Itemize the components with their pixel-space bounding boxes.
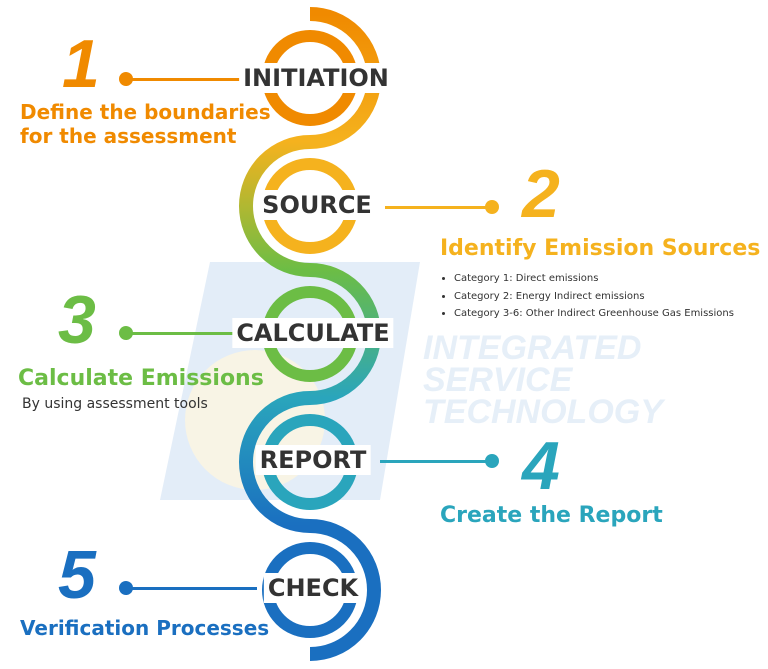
connector-dot-2 [485,200,499,214]
category-item: Category 1: Direct emissions [454,270,734,288]
stage-1-title-line-2: for the assessment [20,124,237,148]
stage-3-title: Calculate Emissions [18,366,264,391]
stage-2-title: Identify Emission Sources [440,236,761,261]
connector-line-4 [380,460,491,463]
stage-label-check: CHECK [263,573,363,603]
ring-arc-2 [239,135,311,277]
connector-dot-1 [119,72,133,86]
stage-3-subtitle: By using assessment tools [22,396,208,412]
stage-label-source: SOURCE [258,190,376,220]
emission-categories-list: Category 1: Direct emissions Category 2:… [440,270,734,323]
stage-label-calculate: CALCULATE [232,318,394,348]
connector-line-1 [125,78,247,81]
step-number-2: 2 [522,156,560,232]
step-number-1: 1 [62,26,100,102]
watermark-text-3: TECHNOLOGY [423,393,663,431]
category-item: Category 2: Energy Indirect emissions [454,288,734,306]
step-number-4: 4 [522,428,560,504]
watermark-text-2: SERVICE [423,361,573,399]
connector-dot-3 [119,326,133,340]
connector-dot-5 [119,581,133,595]
stage-label-initiation: INITIATION [239,63,393,93]
ring-arc-5 [309,519,381,661]
connector-line-2 [385,206,491,209]
stage-5-title: Verification Processes [20,616,270,640]
connector-dot-4 [485,454,499,468]
connector-line-5 [125,587,257,590]
ring-arc-4 [239,391,311,533]
category-item: Category 3-6: Other Indirect Greenhouse … [454,305,734,323]
stage-1-title-line-1: Define the boundaries [20,100,271,124]
connector-line-3 [125,332,237,335]
stage-label-report: REPORT [255,445,371,475]
stage-4-title: Create the Report [440,503,663,528]
watermark-text-1: INTEGRATED [423,329,642,367]
step-number-5: 5 [58,537,96,613]
step-number-3: 3 [58,282,96,358]
